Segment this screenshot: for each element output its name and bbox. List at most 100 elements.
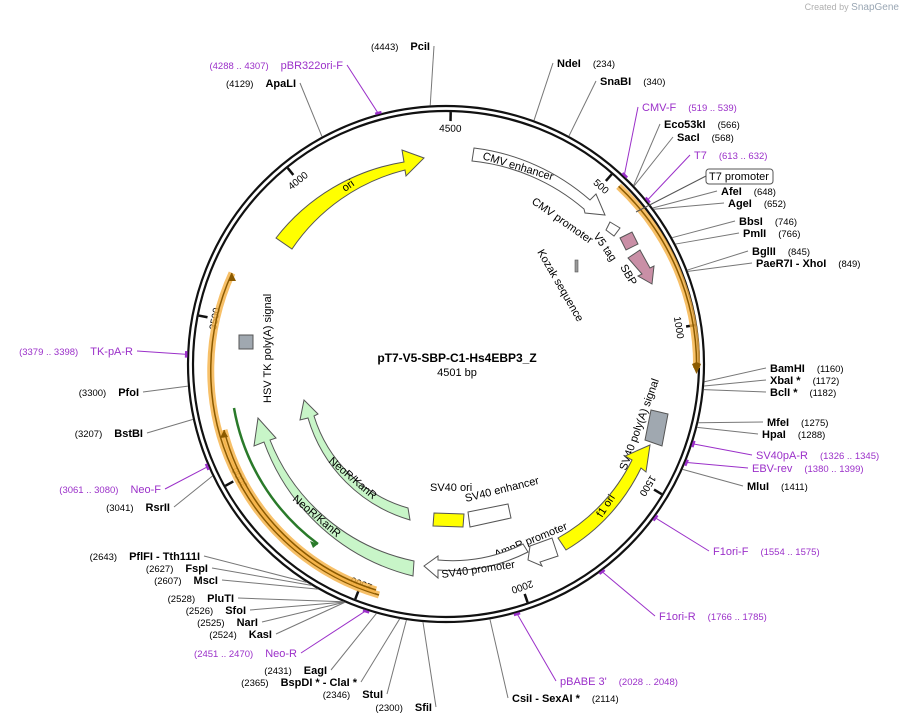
site-name: BglII (752, 246, 776, 258)
tick-mark (354, 590, 360, 600)
leader-line (330, 613, 377, 671)
primer-label-pbr322ori-f: (4288 .. 4307)pBR322ori-F (209, 60, 343, 72)
leader-line (142, 385, 189, 393)
enzyme-label-eagi: (2431)EagI (264, 665, 327, 677)
site-name: SnaBI (600, 76, 631, 88)
enzyme-label-rsrii: (3041) RsrII (106, 502, 170, 514)
site-coordinate: (1275) (801, 418, 828, 429)
site-coordinate: (3300) (79, 388, 106, 399)
site-coordinate: (3041) (106, 503, 133, 514)
sv40-enhancer-label: SV40 enhancer (464, 475, 541, 505)
green-orf-arrowhead (310, 541, 318, 548)
site-name: PciI (410, 41, 430, 53)
f1-ori-arrow (557, 444, 651, 551)
snapgene-credit: Created by SnapGene (805, 2, 899, 13)
site-coordinate: (2607) (154, 576, 181, 587)
site-name: EagI (304, 665, 327, 677)
enzyme-label-hpai: HpaI(1288) (762, 429, 825, 441)
primer-site-marker (513, 612, 521, 617)
cmv-promoter-arrow (605, 221, 621, 237)
site-coordinate: (2300) (375, 703, 402, 714)
primer-site-marker (691, 440, 696, 448)
site-coordinate: (613 .. 632) (719, 151, 768, 162)
enzyme-label-sfoi: (2526)SfoI (186, 605, 246, 617)
tick-mark (523, 593, 529, 603)
orf-arrow-line (618, 185, 698, 369)
neor-inner-arrowhead (220, 430, 228, 438)
site-name: F1ori-R (659, 611, 696, 623)
primer-label-t7: T7(613 .. 632) (694, 150, 767, 162)
enzyme-label-kasi: (2524)KasI (209, 629, 272, 641)
credit-prefix: Created by (804, 2, 849, 12)
primer-label-ebv-rev: EBV-rev (1380 .. 1399) (752, 463, 864, 475)
tick-label: 2000 (509, 577, 534, 595)
enzyme-label-afei: AfeI(648) (721, 186, 776, 198)
hsv-tk-box (238, 334, 254, 350)
site-name: SfoI (225, 605, 246, 617)
site-name: PfoI (118, 387, 139, 399)
sv40-enhancer-box (467, 503, 512, 528)
site-name: pBABE 3' (560, 676, 607, 688)
enzyme-label-mlui: MluI(1411) (747, 481, 808, 493)
leader-line (429, 45, 435, 106)
enzyme-label-bglii: BglII (845) (752, 246, 810, 258)
neor-inner-line (223, 429, 377, 591)
site-name: KasI (249, 629, 272, 641)
site-name: AfeI (721, 186, 742, 198)
site-coordinate: (2114) (592, 694, 619, 705)
leader-line (211, 567, 312, 586)
tick-label: 1000 (671, 316, 685, 340)
leader-line (698, 421, 764, 424)
site-name: Eco53kI (664, 119, 706, 131)
site-coordinate: (2627) (146, 564, 173, 575)
leader-line (703, 389, 767, 393)
kozak-label: Kozak sequence (534, 248, 585, 324)
site-name: PflFI - Tth111I (129, 551, 200, 563)
enzyme-label-nari: (2525) NarI (197, 617, 258, 629)
enzyme-label-bstbi: (3207)BstBI (75, 428, 143, 440)
backbone-outer-ring (186, 104, 706, 624)
site-name: CsiI - SexAI * (512, 693, 581, 705)
site-coordinate: (4443) (371, 42, 398, 53)
site-coordinate: (519 .. 539) (688, 103, 737, 114)
site-name: Neo-R (265, 648, 297, 660)
leader-line (386, 619, 407, 695)
site-name: EBV-rev (752, 463, 793, 475)
leader-line (682, 468, 744, 487)
site-coordinate: (2643) (90, 552, 117, 563)
site-name: XbaI * (770, 375, 801, 387)
site-coordinate: (2525) (197, 618, 224, 629)
tick-label: 4500 (439, 123, 462, 134)
tick-mark (604, 173, 613, 182)
leader-line (299, 82, 323, 137)
leader-line (704, 367, 767, 383)
site-name: BclI * (770, 387, 798, 399)
primer-site-marker (204, 463, 210, 471)
leader-line (633, 123, 661, 186)
enzyme-label-xbai: XbaI *(1172) (770, 375, 839, 387)
leader-line (671, 220, 736, 239)
site-coordinate: (845) (788, 247, 810, 258)
leader-line (687, 250, 749, 271)
site-name: NarI (237, 617, 258, 629)
site-name: BamHI (770, 363, 805, 375)
site-name: SfiI (415, 702, 432, 714)
leader-line (346, 64, 379, 115)
site-name: RsrII (146, 502, 170, 514)
enzyme-label-saci: SacI(568) (677, 132, 734, 144)
site-coordinate: (766) (778, 229, 800, 240)
site-name: CMV-F (642, 102, 677, 114)
site-coordinate: (340) (643, 77, 665, 88)
site-name: PmlI (743, 228, 766, 240)
site-name: MluI (747, 481, 769, 493)
site-coordinate: (4288 .. 4307) (209, 61, 268, 72)
leader-line (261, 601, 345, 623)
enzyme-label-msci: (2607)MscI (154, 575, 218, 587)
site-coordinate: (2028 .. 2048) (619, 677, 678, 688)
site-coordinate: (2365) (241, 678, 268, 689)
leader-line (687, 262, 753, 272)
site-coordinate: (1380 .. 1399) (804, 464, 863, 475)
site-name: SV40pA-R (756, 450, 808, 462)
leader-line (685, 461, 749, 469)
